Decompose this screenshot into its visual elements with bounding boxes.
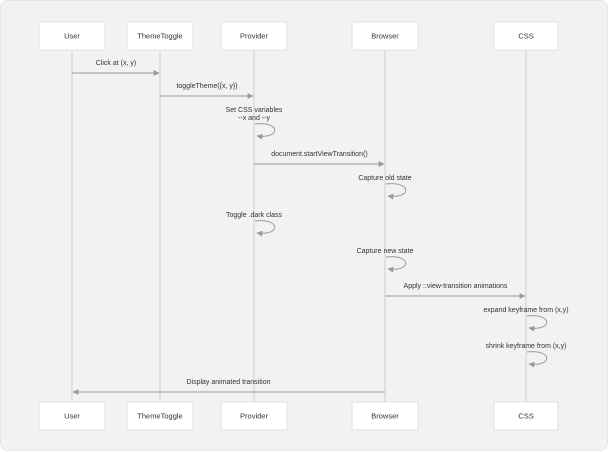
actor-browser-top: Browser (351, 21, 419, 51)
message-8: Apply ::view-transition animations (385, 283, 526, 299)
message-label: Toggle .dark class (226, 212, 283, 219)
actor-label: Browser (371, 411, 399, 420)
message-label: toggleTheme({x, y}) (176, 83, 237, 90)
message-9: expand keyframe from (x,y) (483, 307, 569, 332)
actor-label: User (64, 31, 80, 40)
actor-box (493, 21, 559, 51)
actor-label: ThemeToggle (137, 411, 182, 420)
actor-themetoggle-top: ThemeToggle (126, 21, 194, 51)
self-message-arrow (526, 351, 548, 368)
message-label: Display animated transition (186, 379, 270, 386)
self-message-arrow (385, 256, 407, 273)
actor-box (351, 401, 419, 431)
message-5: Capture old state (358, 175, 412, 200)
actor-provider-top: Provider (220, 21, 288, 51)
message-4: document.startViewTransition() (254, 151, 385, 167)
actor-box (493, 401, 559, 431)
message-label: Capture new state (357, 248, 414, 255)
message-label: document.startViewTransition() (271, 151, 367, 158)
message-7: Capture new state (357, 248, 414, 273)
actor-box (38, 21, 106, 51)
actor-box (220, 21, 288, 51)
actor-browser-bottom: Browser (351, 401, 419, 431)
message-label: shrink keyframe from (x,y) (486, 343, 567, 350)
message-label: Apply ::view-transition animations (404, 283, 508, 290)
actor-css-bottom: CSS (493, 401, 559, 431)
message-11: Display animated transition (72, 379, 385, 395)
message-2: toggleTheme({x, y}) (160, 83, 254, 99)
actor-user-top: User (38, 21, 106, 51)
self-message-arrow (254, 220, 276, 237)
actor-label: CSS (518, 31, 533, 40)
message-3: Set CSS variables--x and --y (226, 107, 283, 140)
actor-provider-bottom: Provider (220, 401, 288, 431)
actor-box (126, 21, 194, 51)
actor-box (351, 21, 419, 51)
actor-label: Provider (240, 411, 268, 420)
actor-label: User (64, 411, 80, 420)
actor-label: CSS (518, 411, 533, 420)
message-label: expand keyframe from (x,y) (483, 307, 568, 314)
actor-box (126, 401, 194, 431)
actor-label: Browser (371, 31, 399, 40)
self-message-arrow (526, 315, 548, 332)
message-10: shrink keyframe from (x,y) (486, 343, 567, 368)
actor-themetoggle-bottom: ThemeToggle (126, 401, 194, 431)
message-label: Click at (x, y) (96, 60, 136, 67)
self-message-arrow (254, 123, 276, 140)
message-1: Click at (x, y) (72, 60, 160, 76)
actor-box (38, 401, 106, 431)
message-6: Toggle .dark class (226, 212, 283, 237)
actor-label: Provider (240, 31, 268, 40)
actor-css-top: CSS (493, 21, 559, 51)
message-label: Set CSS variables (226, 107, 283, 114)
message-label: Capture old state (358, 175, 411, 182)
message-label: --x and --y (238, 115, 270, 122)
actor-label: ThemeToggle (137, 31, 182, 40)
self-message-arrow (385, 183, 407, 200)
actor-user-bottom: User (38, 401, 106, 431)
actor-box (220, 401, 288, 431)
